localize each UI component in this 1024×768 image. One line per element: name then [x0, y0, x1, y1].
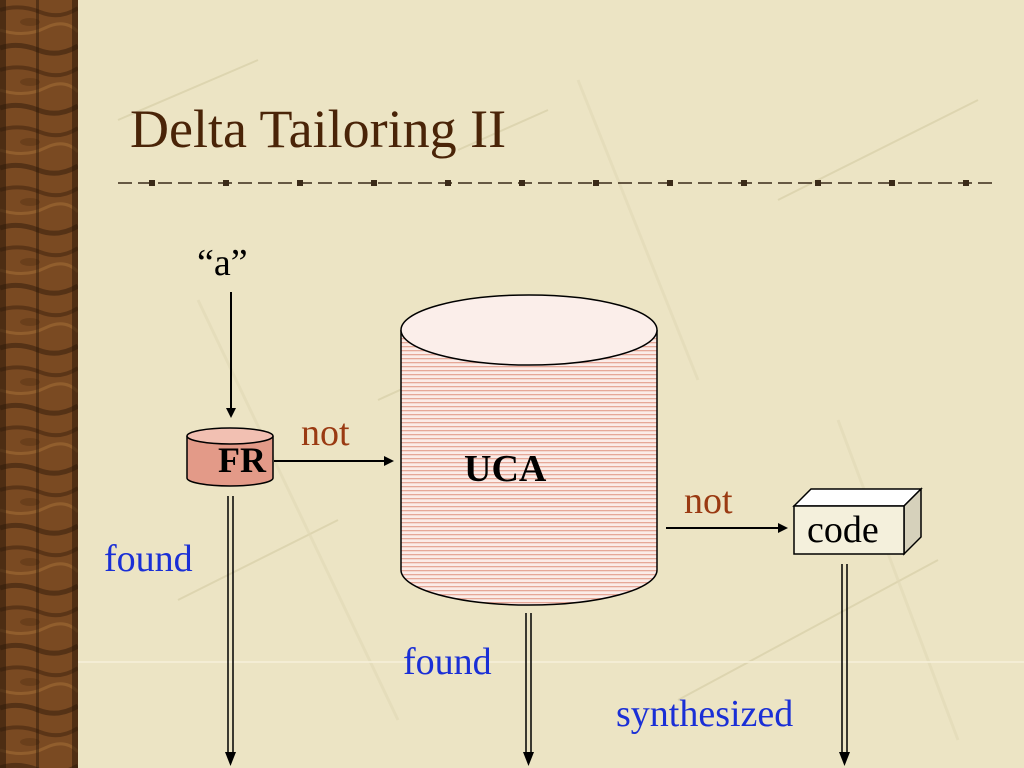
- edge-label-found-fr: found: [104, 538, 193, 580]
- edge-label-synthesized: synthesized: [616, 693, 794, 735]
- arrow-code-synthesized: [839, 564, 850, 766]
- arrow-uca-found: [523, 613, 534, 766]
- box-3d-icon: [792, 487, 923, 556]
- edge-label-not-uca-code: not: [684, 480, 733, 522]
- fr-label: FR: [218, 440, 266, 480]
- title-divider: [118, 180, 994, 186]
- code-label: code: [807, 509, 879, 551]
- slide-title: Delta Tailoring II: [130, 99, 507, 159]
- cylinder-icon: [400, 294, 658, 606]
- wood-border: [0, 0, 78, 768]
- edge-label-found-uca: found: [403, 641, 492, 683]
- edge-label-not-fr-uca: not: [301, 412, 350, 454]
- uca-label: UCA: [464, 448, 547, 490]
- input-label: “a”: [197, 242, 248, 284]
- cylinder-icon: [186, 427, 274, 487]
- arrow-fr-found: [225, 496, 236, 766]
